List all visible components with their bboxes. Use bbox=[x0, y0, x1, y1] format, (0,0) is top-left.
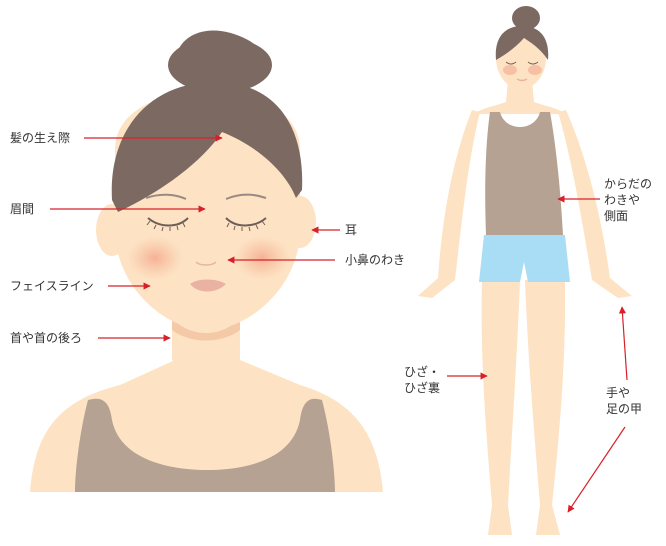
arrow-foot bbox=[568, 427, 625, 512]
label-nose: 小鼻のわき bbox=[345, 252, 405, 268]
body-blush-left bbox=[503, 65, 517, 75]
label-hands-feet-line2: 足の甲 bbox=[606, 401, 642, 417]
face-closeup bbox=[30, 30, 383, 492]
body-blush-right bbox=[528, 65, 542, 75]
label-body-side-line2: わきや bbox=[604, 192, 652, 208]
label-hands-feet-line1: 手や bbox=[606, 385, 642, 401]
label-neck: 首や首の後ろ bbox=[10, 330, 82, 346]
full-body bbox=[418, 6, 632, 535]
arrow-hand bbox=[622, 307, 627, 380]
body-tank-top bbox=[485, 112, 563, 235]
label-knee-line2: ひざ裏 bbox=[404, 380, 440, 396]
label-ear: 耳 bbox=[345, 222, 357, 238]
label-hands-feet: 手や 足の甲 bbox=[606, 385, 642, 417]
label-hairline: 髪の生え際 bbox=[10, 130, 70, 146]
leg-left bbox=[482, 280, 520, 535]
label-faceline: フェイスライン bbox=[10, 278, 94, 294]
label-body-side-line1: からだの bbox=[604, 176, 652, 192]
label-body-side: からだの わきや 側面 bbox=[604, 176, 652, 224]
hair-bun-top bbox=[175, 30, 264, 66]
label-brow: 眉間 bbox=[10, 201, 34, 217]
leg-right bbox=[525, 280, 565, 535]
body-shorts bbox=[479, 235, 570, 282]
arm-left bbox=[418, 110, 480, 298]
label-knee-line1: ひざ・ bbox=[404, 364, 440, 380]
label-body-side-line3: 側面 bbox=[604, 208, 652, 224]
blush-left bbox=[127, 236, 183, 280]
label-knee: ひざ・ ひざ裏 bbox=[404, 364, 440, 396]
blush-right bbox=[234, 236, 290, 280]
